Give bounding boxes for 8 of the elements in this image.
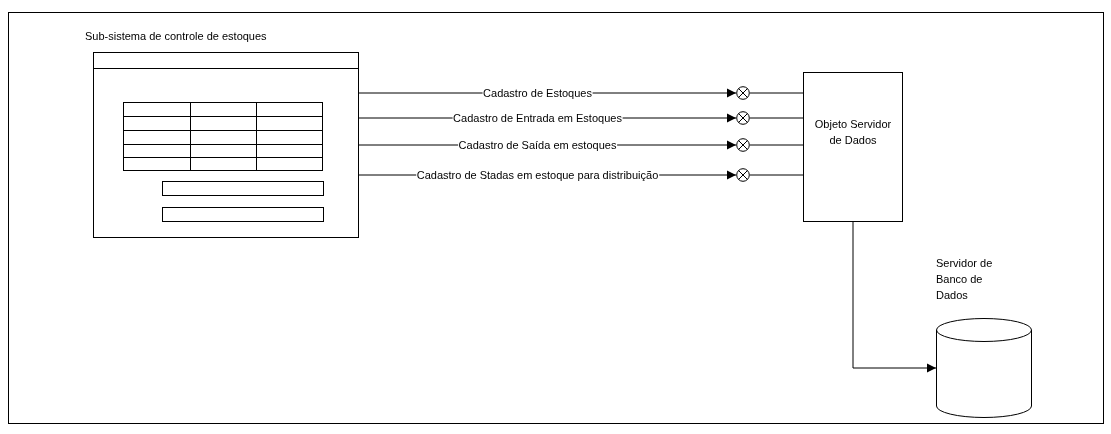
edge-label: Cadastro de Entrada em Estoques (452, 111, 623, 125)
edge-label: Cadastro de Stadas em estoque para distribuição (415, 168, 660, 182)
edge-label: Cadastro de Estoques (482, 86, 593, 100)
node-heading: Sub-sistema de controle de estoques (85, 29, 267, 44)
edge-label: Cadastro de Saída em estoques (457, 138, 618, 152)
process-box: Objeto Servidor de Dados (803, 72, 903, 222)
connector-arrow (852, 221, 937, 373)
node-heading: Servidor de Banco de Dados (936, 256, 994, 303)
